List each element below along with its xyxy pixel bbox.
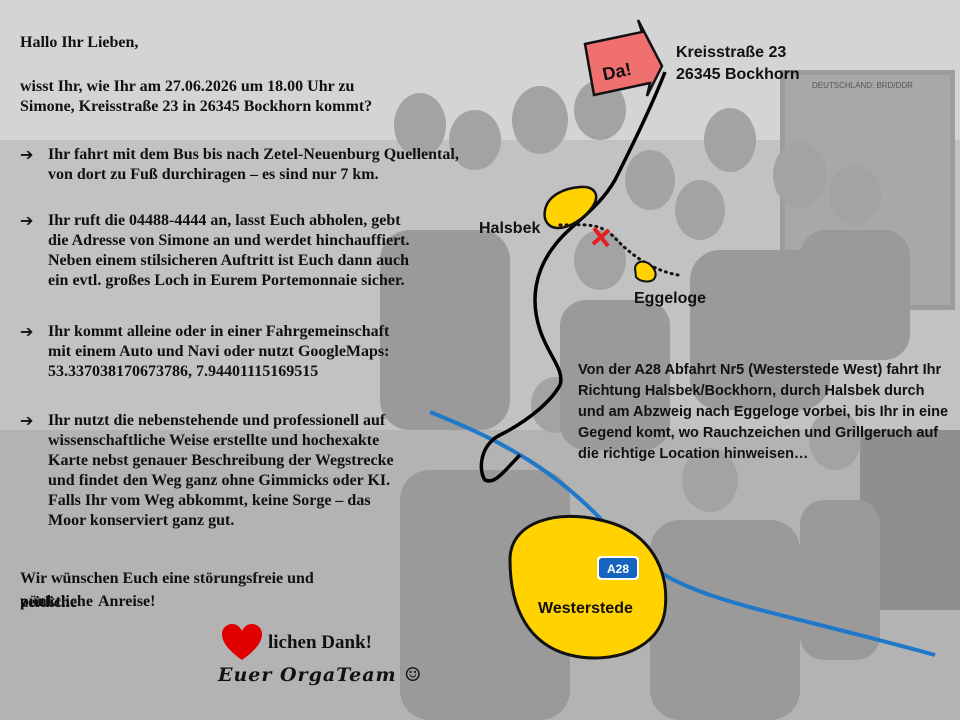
route-description: Von der A28 Abfahrt Nr5 (Westerstede Wes… xyxy=(578,360,958,465)
eggeloge-branch xyxy=(558,223,680,277)
bullet-line: Neben einem stilsicheren Auftritt ist Eu… xyxy=(48,252,410,269)
bullet-line: und findet den Weg ganz ohne Gimmicks od… xyxy=(48,472,391,489)
signature: Euer OrgaTeam ☺ xyxy=(218,664,423,686)
intro-line-2: Simone, Kreisstraße 23 in 26345 Bockhorn… xyxy=(20,98,373,115)
poster-text: DEUTSCHLAND: BRD/DDR xyxy=(812,81,913,90)
description-line: Von der A28 Abfahrt Nr5 (Westerstede Wes… xyxy=(578,362,942,378)
callout-arrow-icon xyxy=(583,19,664,97)
route-road xyxy=(479,71,667,483)
intro-line-1: wisst Ihr, wie Ihr am 27.06.2026 um 18.0… xyxy=(20,78,355,95)
a28-badge-text: A28 xyxy=(607,562,629,576)
arrow-bullet-icon: ➔ xyxy=(20,411,34,430)
address-block: Kreisstraße 23 26345 Bockhorn xyxy=(676,42,800,86)
closing-word-b: zeitliche xyxy=(21,594,77,611)
westerstede-area xyxy=(508,514,668,660)
bullet-line: wissenschaftliche Weise erstellte und ho… xyxy=(48,432,380,449)
closing-line-1: Wir wünschen Euch eine störungsfreie und xyxy=(20,570,314,587)
closing-end: Anreise! xyxy=(98,593,156,610)
closing-line-2: pünktliche zeitliche Anreise! xyxy=(20,592,180,612)
bullet-line: Ihr nutzt die nebenstehende und professi… xyxy=(48,412,386,429)
a28-badge xyxy=(599,558,637,578)
bullet-line: Karte nebst genauer Beschreibung der Weg… xyxy=(48,452,394,469)
closing-word-a: pünktliche xyxy=(20,593,93,610)
eggeloge-area xyxy=(633,260,657,283)
bullet-line: die Adresse von Simone an und werdet hin… xyxy=(48,232,410,249)
arrow-bullet-icon: ➔ xyxy=(20,145,34,164)
bullet-line: ein evtl. großes Loch in Eurem Portemonn… xyxy=(48,272,405,289)
heart-icon xyxy=(222,624,262,660)
coordinates: 53.337038170673786, 7.94401115169515 xyxy=(48,363,319,380)
description-line: Richtung Halsbek/Bockhorn, durch Halsbek… xyxy=(578,383,925,399)
description-line: und am Abzweig nach Eggeloge vorbei, bis… xyxy=(578,404,949,420)
bullet-line: Falls Ihr vom Weg abkommt, keine Sorge –… xyxy=(48,492,371,509)
arrow-bullet-icon: ➔ xyxy=(20,211,34,230)
address-city: 26345 Bockhorn xyxy=(676,66,800,83)
bullet-line: von dort zu Fuß durchiragen – es sind nu… xyxy=(48,166,379,183)
halsbek-area xyxy=(543,185,598,230)
bullet-line: Moor konserviert ganz gut. xyxy=(48,512,235,529)
description-line: Gegend komt, wo Rauchzeichen und Grillge… xyxy=(578,425,939,441)
description-line: die richtige Location hinweisen… xyxy=(578,446,809,462)
halsbek-label: Halsbek xyxy=(479,220,541,237)
westerstede-label: Westerstede xyxy=(538,600,633,617)
cross-marker-icon xyxy=(591,226,611,248)
bullet-line: Ihr kommt alleine oder in einer Fahrgeme… xyxy=(48,323,390,340)
bullet-line: Ihr ruft die 04488-4444 an, lasst Euch a… xyxy=(48,212,401,229)
eggeloge-label: Eggeloge xyxy=(634,290,707,307)
address-street: Kreisstraße 23 xyxy=(676,44,787,61)
greeting: Hallo Ihr Lieben, xyxy=(20,34,139,51)
thanks-text: lichen Dank! xyxy=(268,632,372,653)
bullet-line: mit einem Auto und Navi oder nutzt Googl… xyxy=(48,343,390,360)
arrow-bullet-icon: ➔ xyxy=(20,322,34,341)
bullet-line: Ihr fahrt mit dem Bus bis nach Zetel-Neu… xyxy=(48,146,459,163)
